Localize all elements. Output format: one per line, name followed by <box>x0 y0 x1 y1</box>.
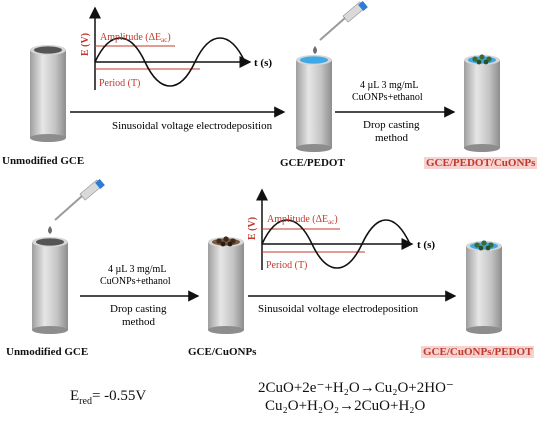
electrode-pedot-cuonps-top <box>464 54 500 152</box>
electrode-pedot-top <box>296 55 332 152</box>
step1-label-bottom-2: CuONPs+ethanol <box>100 276 171 287</box>
x-axis-label-top: t (s) <box>254 57 272 69</box>
period-label-top: Period (T) <box>99 78 140 89</box>
electrode-cuonps-bottom <box>208 236 244 334</box>
ered-value: = -0.55V <box>91 388 147 404</box>
sinusoid-plot-bottom <box>256 188 414 270</box>
caption-gce-cuonps: GCE/CuONPs <box>188 346 257 358</box>
caption-unmodified-gce-top: Unmodified GCE <box>2 155 85 167</box>
ered-symbol: E <box>70 388 80 404</box>
reaction-equation-1: 2CuO+2e⁻+H₂O→Cu₂O+2HO⁻ <box>258 380 454 396</box>
y-axis-label-bottom: E (V) <box>247 217 258 240</box>
step2-label-bottom: Sinusoidal voltage electrodeposition <box>258 303 419 315</box>
electrode-unmodified-bottom <box>32 237 68 334</box>
amplitude-label-top: Amplitude (ΔEac) <box>100 32 171 44</box>
pipette-icon-top <box>313 1 368 54</box>
caption-gce-pedot: GCE/PEDOT <box>280 157 345 169</box>
x-axis-label-bottom: t (s) <box>417 239 435 251</box>
reaction-equation-2: Cu₂O+H₂O₂→2CuO+H₂O <box>265 398 426 414</box>
step2-label-top-4: method <box>375 132 408 144</box>
electrode-unmodified-top <box>30 45 66 142</box>
reduction-potential: Ered= -0.55V <box>70 388 146 407</box>
step2-label-top-1: 4 µL 3 mg/mL <box>360 80 418 91</box>
period-label-bottom: Period (T) <box>266 260 307 271</box>
caption-unmodified-gce-bottom: Unmodified GCE <box>6 346 89 358</box>
amplitude-label-bottom: Amplitude (ΔEac) <box>267 214 338 226</box>
y-axis-label-top: E (V) <box>80 33 91 56</box>
pipette-icon-bottom <box>48 179 105 234</box>
step1-label-bottom-4: method <box>122 316 155 328</box>
electrode-cuonps-pedot-bottom <box>466 240 502 334</box>
step1-label-top: Sinusoidal voltage electrodeposition <box>112 120 273 132</box>
ered-subscript: red <box>79 396 92 407</box>
step1-label-bottom-1: 4 µL 3 mg/mL <box>108 264 166 275</box>
caption-gce-pedot-cuonps: GCE/PEDOT/CuONPs <box>424 157 538 169</box>
step1-label-bottom-3: Drop casting <box>110 303 167 315</box>
caption-gce-cuonps-pedot: GCE/CuONPs/PEDOT <box>421 346 535 358</box>
sinusoid-plot-top <box>89 6 252 90</box>
step2-label-top-2: CuONPs+ethanol <box>352 92 423 103</box>
step2-label-top-3: Drop casting <box>363 119 420 131</box>
